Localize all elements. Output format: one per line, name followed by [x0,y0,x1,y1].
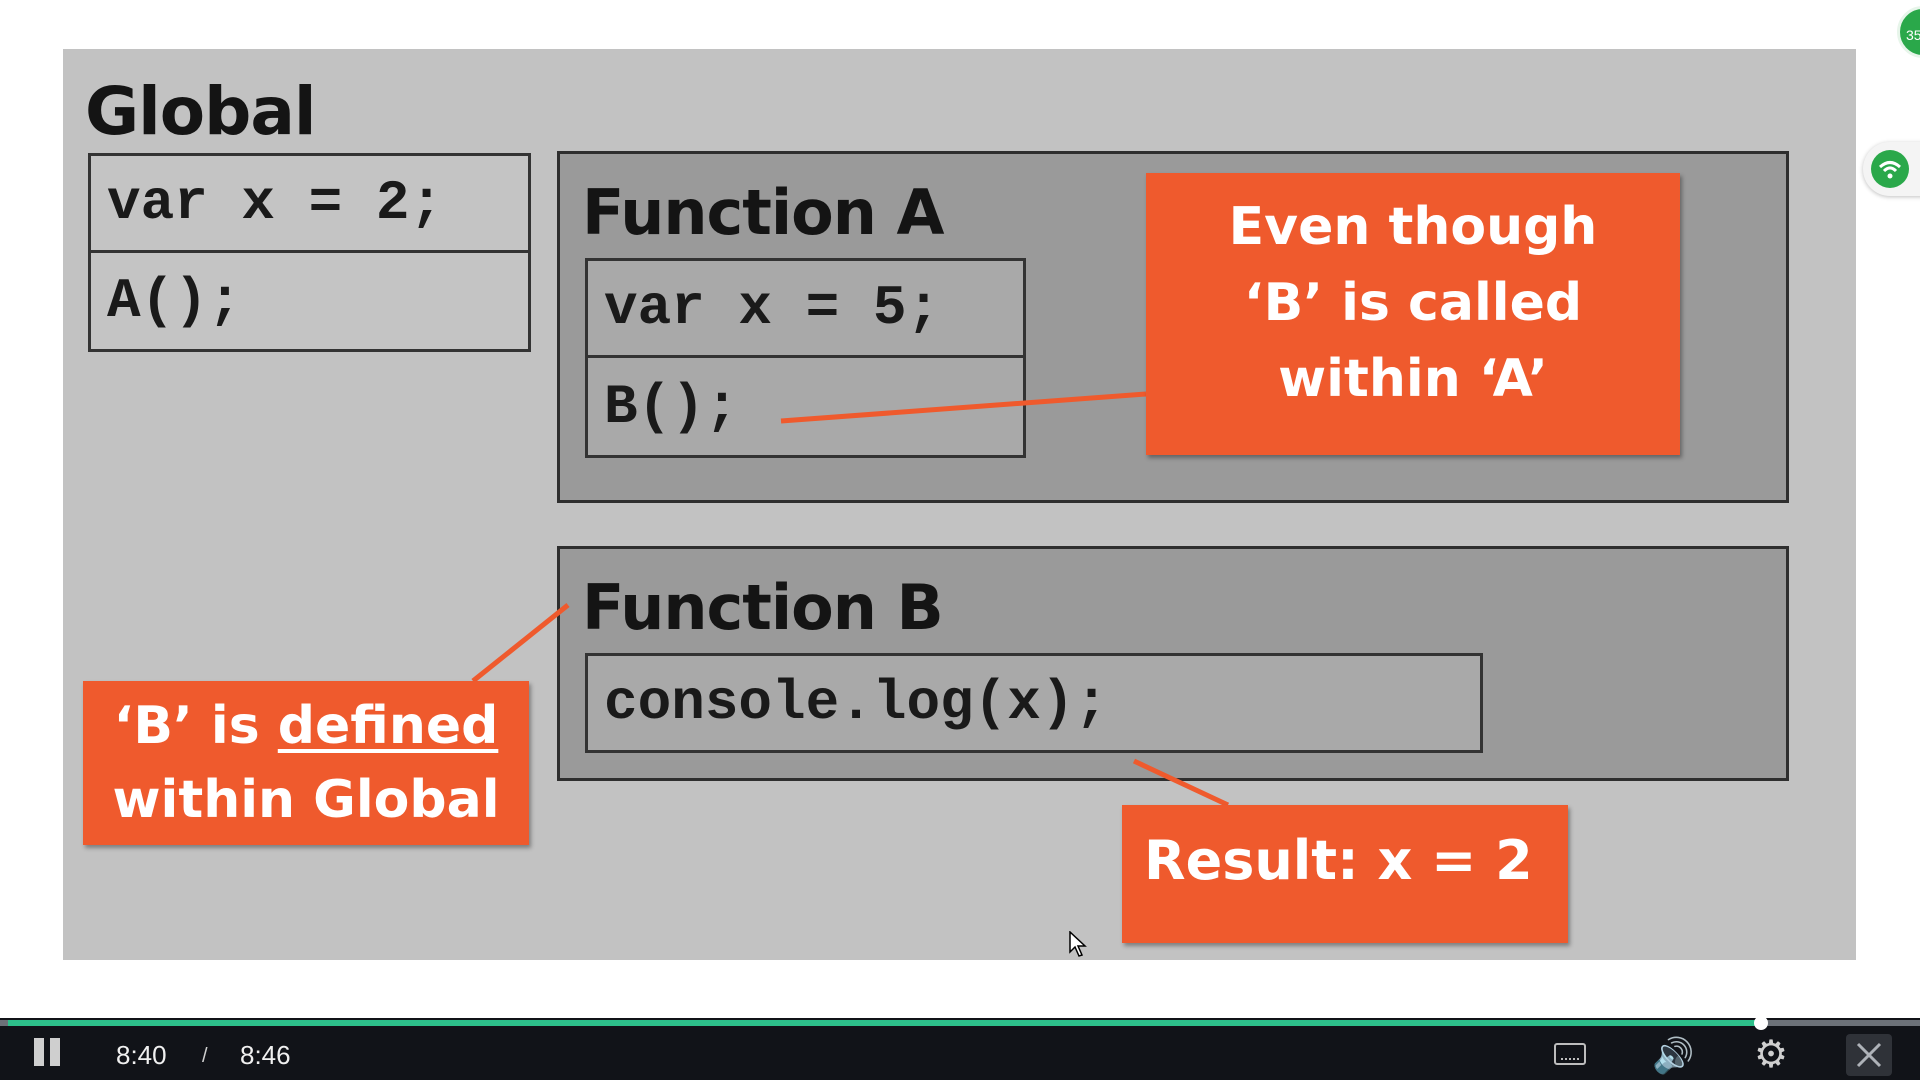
function-b-title: Function B [582,571,944,644]
current-time: 8:40 [116,1040,167,1070]
side-badge[interactable]: 35 [1897,6,1920,58]
function-b-code-box: console.log(x); [585,653,1483,753]
global-code-box: var x = 2; A(); [88,153,531,352]
time-separator: / [202,1045,208,1067]
slide-title: Global [85,73,317,150]
function-a-code-line: B(); [604,374,739,439]
video-player-bar [0,1018,1920,1080]
callout-called-within-a: Even though ‘B’ is called within ‘A’ [1146,173,1680,455]
global-code-line: var x = 2; [91,156,528,253]
wifi-icon [1871,150,1909,188]
volume-icon[interactable]: 🔊 [1652,1037,1695,1075]
progress-handle[interactable] [1754,1016,1769,1030]
global-code-line: A(); [107,269,242,333]
callout-result: Result: x = 2 [1122,805,1568,943]
connector-line [471,603,570,683]
pause-icon[interactable] [34,1038,62,1066]
function-a-title: Function A [582,176,944,249]
function-a-code-line: var x = 5; [588,261,1023,358]
progress-fill [8,1020,1762,1026]
function-b-box: Function B console.log(x); [557,546,1789,781]
settings-gear-icon[interactable]: ⚙ [1754,1034,1789,1076]
side-wifi-widget[interactable] [1863,142,1920,196]
duration: 8:46 [240,1040,291,1070]
mouse-cursor [1069,930,1089,964]
function-a-code-box: var x = 5; B(); [585,258,1026,458]
fullscreen-exit-icon[interactable] [1846,1034,1892,1076]
slide: Global var x = 2; A(); Function A var x … [63,49,1856,960]
captions-icon[interactable] [1554,1043,1586,1065]
callout-defined-within-global: ‘B’ is defined within Global [83,681,529,845]
function-b-code-line: console.log(x); [604,671,1109,735]
